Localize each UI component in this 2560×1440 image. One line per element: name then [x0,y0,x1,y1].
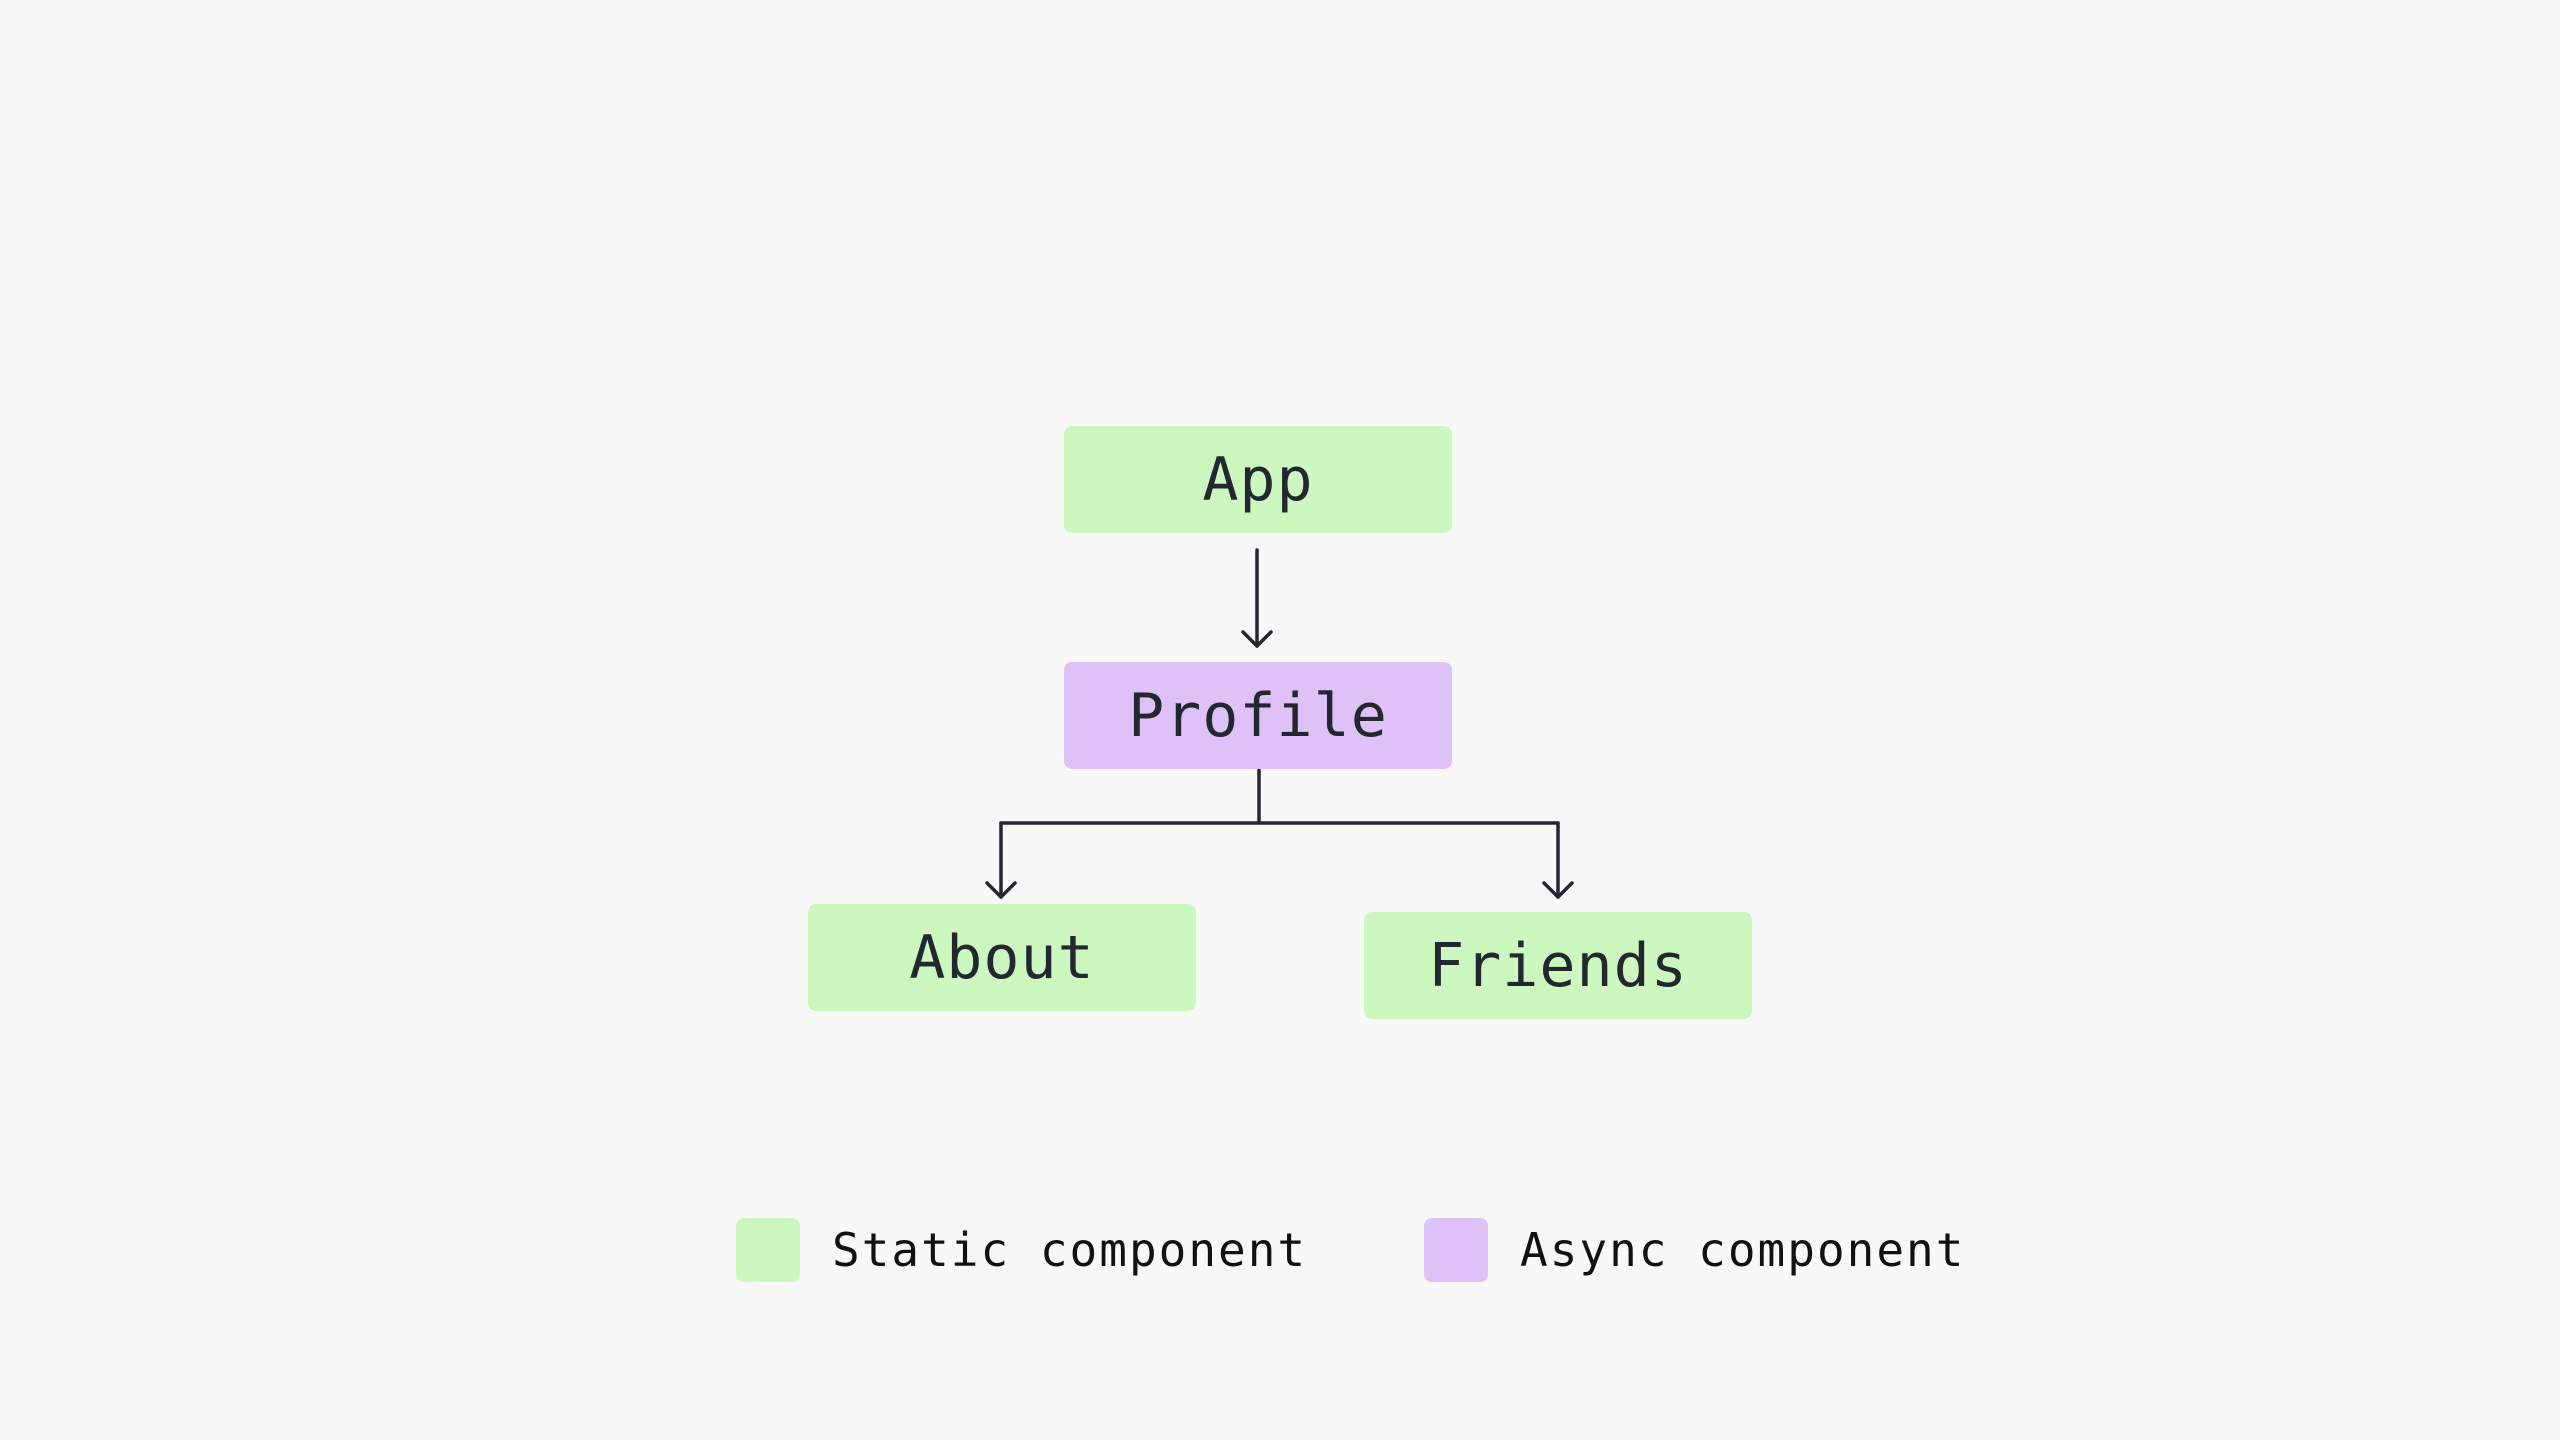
legend-static-swatch [736,1218,800,1282]
legend-static-label: Static component [832,1223,1308,1277]
edge-profile-to-children [999,768,1560,825]
node-app-label: App [1202,444,1314,515]
legend-async-label: Async component [1520,1223,1966,1277]
edge-app-to-profile [1241,548,1273,648]
node-about: About [808,904,1196,1011]
legend-async-swatch [1424,1218,1488,1282]
node-friends-label: Friends [1428,930,1688,1001]
node-friends: Friends [1364,912,1752,1019]
edge-to-friends [1542,821,1574,899]
node-profile: Profile [1064,662,1452,769]
node-app: App [1064,426,1452,533]
edge-to-about [985,821,1017,899]
node-profile-label: Profile [1128,680,1388,751]
legend-static: Static component [736,1218,1307,1282]
legend-async: Async component [1424,1218,1965,1282]
node-about-label: About [909,922,1095,993]
